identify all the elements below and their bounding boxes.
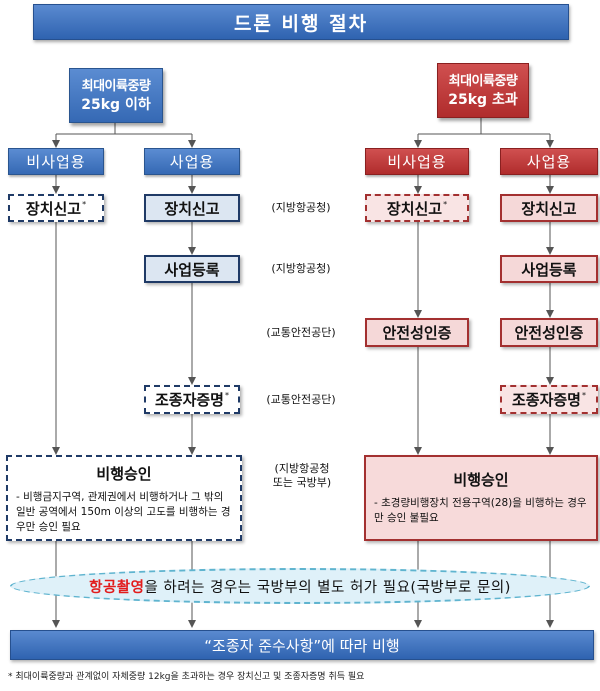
right-non-commercial-safety-cert: 안전성인증 bbox=[365, 318, 469, 347]
left-pilot-cert-optional: 조종자증명* bbox=[144, 385, 240, 414]
approval-text: - 비행금지구역, 관제권에서 비행하거나 그 밖의 일반 공역에서 150m … bbox=[16, 491, 231, 533]
right-commercial-safety-cert: 안전성인증 bbox=[500, 318, 598, 347]
right-weight-line1: 최대이륙중량 bbox=[448, 73, 518, 89]
footnote: * 최대이륙중량과 관계없이 자체중량 12kg을 초과하는 경우 장치신고 및… bbox=[8, 672, 365, 682]
left-flight-approval: 비행승인 - 비행금지구역, 관제권에서 비행하거나 그 밖의 일반 공역에서 … bbox=[6, 455, 242, 541]
approval-text: - 초경량비행장치 전용구역(28)을 비행하는 경우만 승인 불필요 bbox=[374, 497, 587, 524]
step-label: 조종자증명 bbox=[154, 391, 224, 409]
right-device-report-optional: 장치신고* bbox=[365, 194, 469, 222]
asterisk-mark: * bbox=[82, 199, 87, 209]
step-label: 장치신고 bbox=[25, 199, 82, 218]
left-device-report: 장치신고 bbox=[144, 194, 240, 222]
notice-highlight: 항공촬영 bbox=[89, 579, 145, 596]
approval-title: 비행승인 bbox=[96, 465, 152, 483]
asterisk-mark: * bbox=[443, 199, 448, 209]
right-weight-box: 최대이륙중량 25kg 초과 bbox=[437, 63, 529, 118]
left-device-report-optional: 장치신고* bbox=[8, 194, 104, 222]
agency-row5-line1: (지방항공청 bbox=[274, 462, 330, 475]
agency-row1: (지방항공청) bbox=[271, 201, 331, 214]
agency-row4: (교통안전공단) bbox=[266, 392, 336, 406]
category-left-commercial: 사업용 bbox=[144, 148, 240, 175]
agency-row5: (지방항공청 또는 국방부) bbox=[252, 458, 352, 494]
right-business-registration: 사업등록 bbox=[500, 255, 598, 283]
agency-row2: (지방항공청) bbox=[271, 262, 331, 275]
step-label: 장치신고 bbox=[386, 199, 443, 218]
category-left-non-commercial: 비사업용 bbox=[8, 148, 104, 175]
right-device-report: 장치신고 bbox=[500, 194, 598, 222]
left-weight-box: 최대이륙중량 25kg 이하 bbox=[69, 68, 163, 123]
left-weight-line2: 25kg 이하 bbox=[81, 96, 151, 113]
notice-text: 을 하려는 경우는 국방부의 별도 허가 필요(국방부로 문의) bbox=[144, 579, 511, 596]
step-label: 조종자증명 bbox=[511, 391, 581, 409]
left-business-registration: 사업등록 bbox=[144, 255, 240, 283]
agency-row3: (교통안전공단) bbox=[266, 325, 336, 339]
right-weight-line2: 25kg 초과 bbox=[448, 91, 518, 108]
page-title: 드론 비행 절차 bbox=[33, 4, 569, 40]
asterisk-mark: * bbox=[582, 391, 586, 400]
category-right-non-commercial: 비사업용 bbox=[365, 148, 469, 175]
category-right-commercial: 사업용 bbox=[500, 148, 598, 175]
right-flight-approval: 비행승인 - 초경량비행장치 전용구역(28)을 비행하는 경우만 승인 불필요 bbox=[364, 455, 598, 541]
approval-title: 비행승인 bbox=[453, 471, 509, 489]
asterisk-mark: * bbox=[225, 391, 229, 400]
right-pilot-cert-optional: 조종자증명* bbox=[500, 385, 598, 414]
pilot-compliance-bar: “조종자 준수사항”에 따라 비행 bbox=[10, 630, 594, 660]
left-weight-line1: 최대이륙중량 bbox=[81, 78, 151, 94]
agency-row5-line2: 또는 국방부) bbox=[272, 476, 332, 489]
